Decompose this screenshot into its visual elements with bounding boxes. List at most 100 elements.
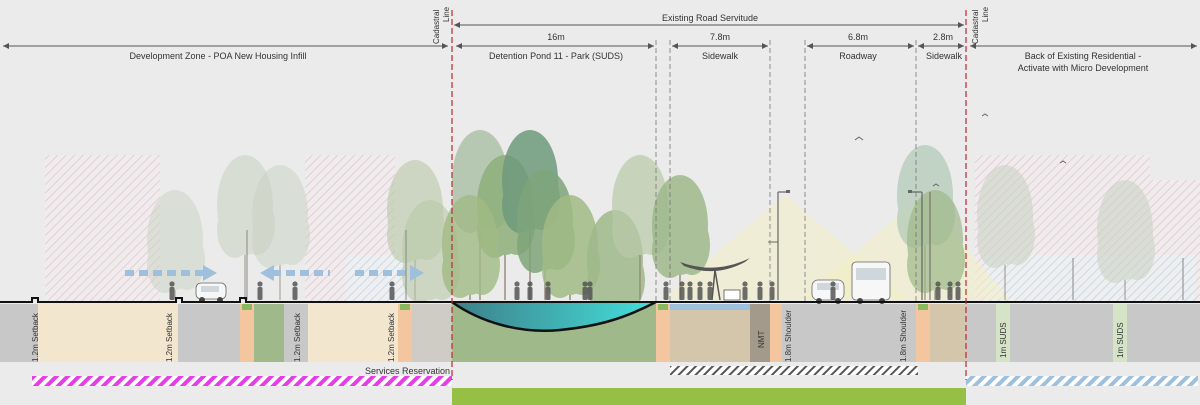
ground-sidewalk-fill — [930, 304, 966, 362]
tree — [147, 190, 205, 300]
birds — [854, 113, 1067, 187]
ground-setback-fill — [308, 304, 398, 362]
people — [169, 281, 961, 300]
person — [582, 281, 588, 300]
ground-orange-strip — [398, 304, 412, 362]
car-road — [811, 279, 845, 304]
flow-arrow-right — [355, 265, 424, 281]
person — [757, 281, 763, 300]
building-block — [45, 155, 160, 303]
flow-arrow-left — [260, 265, 330, 281]
ground-grey-strip — [412, 304, 452, 362]
building-block — [345, 255, 405, 303]
ground-section — [0, 304, 1200, 362]
ground-grey-strip — [284, 304, 308, 362]
services-reservation-label: Services Reservation — [365, 366, 450, 376]
person — [527, 281, 533, 300]
person — [935, 281, 941, 300]
ground-label-setback-3: 1.2m Setback — [293, 312, 302, 362]
person — [707, 281, 713, 300]
street-lights — [246, 190, 1184, 300]
ground-label-suds-1: 1m SUDS — [999, 322, 1008, 358]
person — [830, 281, 836, 300]
back-residential-label-2: Activate with Micro Development — [1018, 63, 1149, 73]
tree — [1097, 180, 1155, 300]
sidewalk-2-width-label: 2.8m — [933, 32, 953, 42]
ground-road-fill — [782, 304, 916, 362]
dimension-lines — [3, 24, 1197, 47]
ground-labels: 1.2m Setback 1.2m Setback 1.2m Setback 1.2m… — [31, 310, 1125, 362]
tree — [652, 175, 710, 300]
ground-green-edge — [918, 304, 928, 310]
ground-orange-strip — [240, 304, 254, 362]
ground-label-setback-1: 1.2m Setback — [31, 312, 40, 362]
detention-pond — [451, 300, 657, 332]
flow-arrows — [125, 265, 424, 281]
ground-suds-strip — [1113, 304, 1127, 362]
ground-suds-strip — [996, 304, 1010, 362]
ground-label-nmt: NMT — [757, 331, 766, 348]
ground-label-shoulder-1: 1.8m Shoulder — [784, 310, 793, 362]
person — [679, 281, 685, 300]
ground-blue-strip — [670, 304, 750, 310]
dimension-arrowheads — [3, 22, 1197, 49]
ground-setback-fill — [38, 304, 178, 362]
cadastral-label-right-2: Line — [981, 6, 990, 22]
person — [389, 281, 395, 300]
ground-sidewalk-fill — [670, 304, 750, 362]
services-reservation-bar — [32, 376, 452, 386]
sidewalk-2-label: Sidewalk — [926, 51, 963, 61]
person — [587, 281, 593, 300]
person — [955, 281, 961, 300]
ground-green-edge — [658, 304, 668, 310]
bus — [851, 261, 891, 304]
buildings-left — [45, 155, 405, 303]
ground-line — [0, 297, 1200, 303]
ground-green-strip — [254, 304, 284, 362]
development-zone-label: Development Zone - POA New Housing Infil… — [129, 51, 306, 61]
tree — [442, 195, 500, 300]
ground-label-suds-2: 1m SUDS — [1116, 322, 1125, 358]
person — [257, 281, 263, 300]
sidewalk-zone-bar — [670, 366, 918, 375]
roadway-width-label: 6.8m — [848, 32, 868, 42]
park-zone-bar — [452, 388, 966, 405]
ground-grey-edge — [0, 304, 38, 362]
person — [545, 281, 551, 300]
ground-orange-strip — [770, 304, 782, 362]
street-light — [908, 190, 931, 300]
cadastral-label-right-1: Cadastral — [971, 10, 980, 44]
guide-lines — [655, 40, 917, 304]
ground-grey-strip — [178, 304, 240, 362]
person — [687, 281, 693, 300]
detention-pond-label: Detention Pond 11 - Park (SUDS) — [489, 51, 623, 61]
pond-width-label: 16m — [547, 32, 565, 42]
tree — [907, 190, 965, 300]
person — [697, 281, 703, 300]
ground-green-edge — [242, 304, 252, 310]
ground-label-shoulder-2: 1.8m Shoulder — [899, 310, 908, 362]
person — [769, 281, 775, 300]
ground-orange-strip — [656, 304, 670, 362]
residential-zone-bar — [966, 376, 1198, 386]
person — [663, 281, 669, 300]
tree — [977, 165, 1035, 300]
bottom-bars — [32, 366, 1198, 405]
ground-label-setback-2: 1.2m Setback — [165, 312, 174, 362]
roadway-label: Roadway — [839, 51, 877, 61]
person — [514, 281, 520, 300]
person — [742, 281, 748, 300]
cadastral-lines: Cadastral Line Cadastral Line — [432, 6, 990, 380]
ground-orange-strip — [916, 304, 930, 362]
cadastral-label-left-2: Line — [442, 6, 451, 22]
sidewalk-1-label: Sidewalk — [702, 51, 739, 61]
tree — [252, 165, 310, 300]
street-light — [768, 190, 790, 300]
person — [169, 281, 175, 300]
person — [292, 281, 298, 300]
back-residential-label-1: Back of Existing Residential - — [1025, 51, 1142, 61]
sidewalk-1-width-label: 7.8m — [710, 32, 730, 42]
ground-label-setback-4: 1.2m Setback — [387, 312, 396, 362]
